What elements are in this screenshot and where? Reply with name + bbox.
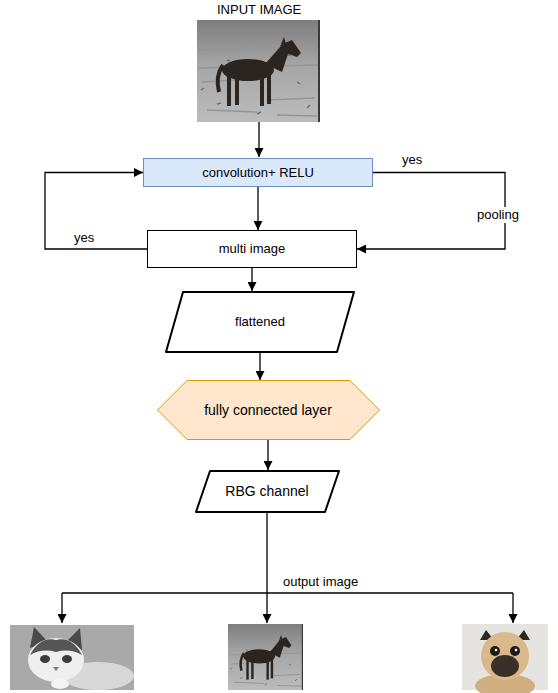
layer-hexagon: fully connected layer (157, 380, 380, 440)
data-parallelogram: RBG channel (195, 470, 340, 513)
cat-eye (40, 655, 50, 663)
pug-eye-glint (495, 649, 498, 652)
node-text: fully connected layer (204, 402, 332, 419)
cat-image (10, 625, 134, 690)
pug-head (481, 632, 529, 680)
flow-arrow (45, 173, 147, 250)
output-arrow (61, 593, 62, 623)
node-text: convolution+ RELU (202, 165, 314, 181)
flow-arrow (251, 268, 252, 291)
image-caption: INPUT IMAGE (215, 2, 303, 18)
process-box: multi image (147, 230, 357, 268)
box-outline (144, 159, 373, 187)
flow-arrow (257, 187, 258, 230)
edge-label: yes (400, 152, 424, 168)
output-arrow (266, 593, 267, 623)
output-trunk-line (266, 513, 267, 593)
pug-image (462, 624, 548, 693)
output-horse-image (228, 624, 303, 690)
pug-mask (491, 655, 519, 677)
flow-arrow (267, 440, 268, 470)
input-arrow (258, 122, 259, 157)
flow-arrow (259, 353, 260, 380)
node-text: multi image (219, 241, 285, 257)
edge-note: pooling (475, 207, 521, 223)
edge-label: yes (72, 230, 96, 246)
input-horse-image (197, 20, 320, 122)
pug-eye (510, 646, 520, 656)
hexagon-outline (157, 381, 379, 440)
cat-paw (51, 679, 69, 689)
pug-eye (490, 646, 500, 656)
parallelogram-outline (196, 471, 339, 512)
cat-head (28, 638, 84, 682)
image-caption: output image (281, 574, 360, 590)
process-box: convolution+ RELU (143, 158, 373, 187)
output-branch-line (62, 592, 513, 593)
pug-eye-glint (515, 649, 518, 652)
output-arrow (512, 593, 513, 623)
cat-patch (30, 639, 82, 655)
data-parallelogram: flattened (165, 291, 355, 353)
cat-nose (53, 667, 59, 671)
box-outline (148, 231, 357, 268)
cat-eye (62, 655, 72, 663)
parallelogram-outline (166, 292, 354, 352)
node-text: RBG channel (225, 483, 308, 500)
cat-background (10, 625, 134, 690)
node-text: flattened (235, 314, 285, 330)
